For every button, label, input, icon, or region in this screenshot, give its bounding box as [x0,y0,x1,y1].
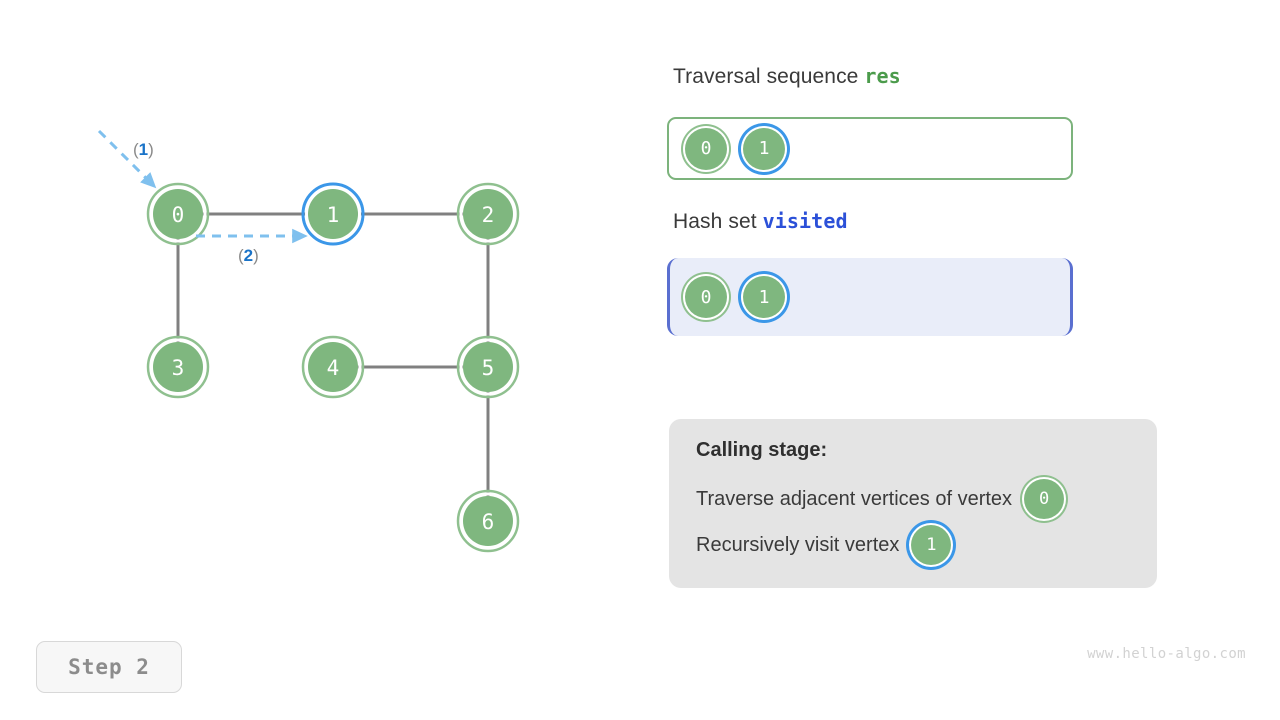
traverse-label-paren-open: ( [238,246,244,265]
res-heading-text: Traversal sequence [673,65,865,88]
node-2-outer-ring [456,182,520,246]
calling-stage-token-1[interactable]: 1 [911,525,952,565]
calling-stage-token-0[interactable]: 0 [1024,479,1065,519]
entry-arrow-icon [97,129,157,189]
visited-heading: Hash set visited [673,209,848,234]
entry-label-number: 1 [139,140,148,159]
res-box: 0 1 [667,117,1073,180]
graph-panel: 0 1 2 3 [0,0,640,620]
node-1-gap [305,186,361,242]
calling-stage-title: Calling stage: [696,439,828,461]
node-3-label: 3 [172,356,185,380]
calling-stage-line-recurse-text: Recursively visit vertex [696,533,900,556]
node-4-label: 4 [327,356,340,380]
watermark: www.hello-algo.com [1087,646,1246,662]
traverse-label-paren-close: ) [253,246,259,265]
node-6-body [463,496,513,546]
node-4-body [308,342,358,392]
node-6-gap [459,492,517,550]
graph-node-0[interactable]: 0 [146,182,210,246]
step-badge: Step 2 [36,641,182,693]
node-2-body [463,189,513,239]
node-1-outer-ring [301,182,365,246]
node-6-label: 6 [482,510,495,534]
traverse-label-number: 2 [244,246,253,265]
node-4-outer-ring [301,335,365,399]
entry-label-paren-open: ( [133,140,139,159]
node-0-body [153,189,203,239]
graph-nodes: 0 1 2 3 [146,182,520,553]
visited-heading-text: Hash set [673,210,763,233]
node-0-label: 0 [172,203,185,227]
node-0-gap [149,185,207,243]
node-5-label: 5 [482,356,495,380]
res-token-0[interactable]: 0 [685,127,727,170]
node-6-outer-ring [456,489,520,553]
calling-stage-line-traverse-text: Traverse adjacent vertices of vertex [696,487,1013,510]
graph-node-2[interactable]: 2 [456,182,520,246]
calling-stage-line-traverse: Traverse adjacent vertices of vertex 0 [696,476,1157,522]
node-5-gap [459,338,517,396]
node-0-outer-ring [146,182,210,246]
graph-node-1[interactable]: 1 [301,182,365,246]
graph-canvas: 0 1 2 3 [97,129,520,553]
graph-node-3[interactable]: 3 [146,335,210,399]
node-3-outer-ring [146,335,210,399]
node-5-body [463,342,513,392]
node-1-body [308,189,358,239]
node-3-body [153,342,203,392]
graph-node-6[interactable]: 6 [456,489,520,553]
entry-label-paren-close: ) [148,140,154,159]
node-5-outer-ring [456,335,520,399]
traverse-arrow-label: (2) [238,246,259,265]
node-3-gap [149,338,207,396]
calling-stage-box: Calling stage: Traverse adjacent vertice… [669,419,1157,588]
visited-token-0[interactable]: 0 [685,276,727,318]
res-heading-code: res [864,64,901,88]
graph-annotations: (1) (2) [97,129,308,265]
node-1-label: 1 [327,203,340,227]
node-2-label: 2 [482,203,495,227]
node-2-gap [459,185,517,243]
res-heading: Traversal sequence res [673,64,901,89]
visited-box: 0 1 [667,258,1073,336]
graph-node-5[interactable]: 5 [456,335,520,399]
node-4-gap [304,338,362,396]
entry-arrow-label: (1) [133,140,154,159]
visited-token-1[interactable]: 1 [743,276,785,318]
visited-heading-code: visited [762,209,848,233]
res-token-1[interactable]: 1 [743,127,785,170]
graph-node-4[interactable]: 4 [301,335,365,399]
calling-stage-line-recurse: Recursively visit vertex 1 [696,522,1157,568]
